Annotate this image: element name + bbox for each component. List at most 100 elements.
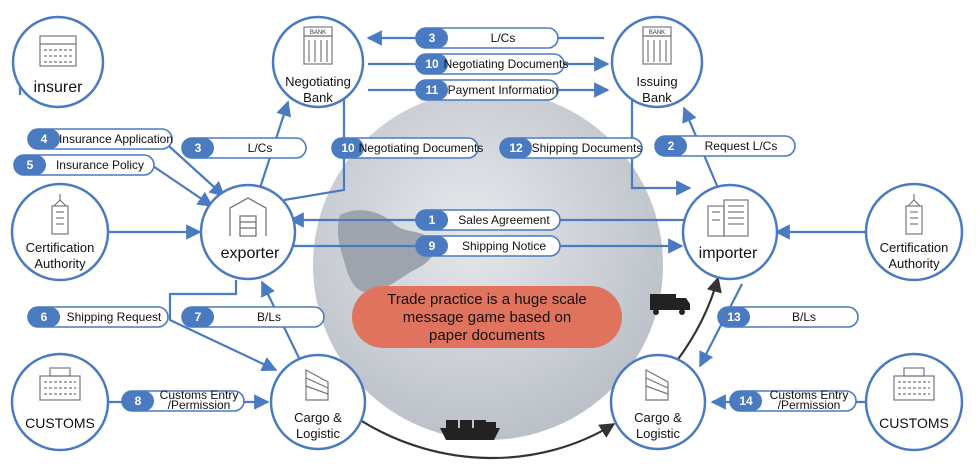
warehouse-icon [229, 197, 267, 237]
truck-icon [650, 294, 690, 315]
node-cert-right: Certification Authority [864, 182, 964, 282]
message-1-pill: 1 Sales Agreement [415, 209, 561, 231]
customs-right-label: CUSTOMS [879, 415, 949, 431]
cert-right-label-2: Authority [888, 256, 940, 271]
callout-line-1: Trade practice is a huge scale [387, 291, 587, 308]
message-number: 3 [429, 31, 436, 45]
message-number: 10 [425, 57, 439, 71]
message-number-badge [332, 138, 364, 158]
message-3-pill: 3 L/Cs [181, 137, 307, 159]
message-label: Shipping Notice [462, 239, 546, 253]
message-label: L/Cs [248, 141, 273, 155]
cert-left-label-1: Certification [26, 240, 95, 255]
message-number: 2 [668, 139, 675, 153]
message-number: 14 [739, 394, 753, 408]
message-number: 10 [341, 141, 355, 155]
message-label: B/Ls [792, 310, 816, 324]
message-number: 5 [27, 158, 34, 172]
node-importer: importer [681, 183, 779, 281]
node-insurer: insurer [11, 15, 105, 109]
message-number: 8 [135, 394, 142, 408]
message-number: 4 [41, 132, 48, 146]
issuing-bank-label-1: Issuing [636, 74, 677, 89]
message-number-badge [182, 138, 214, 158]
message-number-badge [730, 391, 762, 411]
customs-building-icon [39, 367, 81, 401]
message-3-pill: 3 L/Cs [415, 27, 559, 49]
message-number: 3 [195, 141, 202, 155]
node-customs-right: CUSTOMS [864, 352, 964, 452]
message-label: Shipping Documents [532, 141, 643, 155]
message-label: Sales Agreement [458, 213, 550, 227]
callout-line-2: message game based on [403, 309, 571, 326]
node-customs-left: CUSTOMS [10, 352, 110, 452]
message-number-badge [655, 136, 687, 156]
node-cargo-left: Cargo & Logistic [269, 353, 367, 451]
message-number-badge [182, 307, 214, 327]
node-cert-left: Certification Authority [10, 182, 110, 282]
message-label: Payment Information [448, 83, 559, 97]
cert-right-label-1: Certification [880, 240, 949, 255]
message-10-pill: 10 Negotiating Documents [331, 137, 484, 159]
message-number-badge [122, 391, 154, 411]
message-label: Customs Entry [160, 388, 239, 402]
tower-building-icon [51, 194, 69, 235]
office-icon [707, 199, 749, 237]
office-building-icon [39, 35, 77, 67]
message-label: Request L/Cs [705, 139, 778, 153]
callout-line-3: paper documents [429, 327, 545, 344]
node-issuing-bank: BANK Issuing Bank [610, 15, 704, 109]
message-number-badge [500, 138, 532, 158]
container-stack-icon [645, 368, 669, 401]
message-13-pill: 13 B/Ls [717, 306, 859, 328]
node-cargo-right: Cargo & Logistic [609, 353, 707, 451]
tower-building-icon [905, 194, 923, 235]
bank-sign: BANK [310, 30, 326, 36]
message-number: 12 [509, 141, 523, 155]
customs-left-label: CUSTOMS [25, 415, 95, 431]
bank-building-icon [642, 26, 672, 65]
message-label: Negotiating Documents [359, 141, 484, 155]
message-number: 9 [429, 239, 436, 253]
cargo-left-label-2: Logistic [296, 426, 341, 441]
message-number: 13 [727, 310, 741, 324]
container-stack-icon [305, 368, 329, 401]
exporter-label: exporter [221, 245, 280, 262]
message-number-badge [416, 54, 448, 74]
cargo-right-label-1: Cargo & [634, 410, 682, 425]
message-label: L/Cs [491, 31, 516, 45]
message-number: 1 [429, 213, 436, 227]
message-label: Negotiating Documents [444, 57, 569, 71]
message-number-badge [416, 210, 448, 230]
message-number-badge [28, 129, 60, 149]
message-number-badge [14, 155, 46, 175]
node-exporter: exporter [199, 183, 297, 281]
message-9-pill: 9 Shipping Notice [415, 235, 561, 257]
issuing-bank-label-2: Bank [642, 90, 672, 105]
message-label: /Permission [168, 398, 231, 412]
cert-left-label-2: Authority [34, 256, 86, 271]
ship-icon [440, 420, 500, 440]
message-label: Insurance Policy [56, 158, 144, 172]
customs-building-icon [893, 367, 935, 401]
bank-building-icon [303, 26, 333, 65]
message-12-pill: 12 Shipping Documents [499, 137, 643, 159]
message-10-pill: 10 Negotiating Documents [415, 53, 569, 75]
message-number-badge [416, 236, 448, 256]
importer-label: importer [699, 245, 758, 262]
insurer-label: insurer [34, 79, 84, 96]
node-negotiating-bank: BANK Negotiating Bank [271, 15, 365, 109]
shipping-arrows [359, 276, 722, 460]
message-number-badge [416, 80, 448, 100]
message-label: /Permission [778, 398, 841, 412]
callout-box: Trade practice is a huge scale message g… [352, 286, 622, 348]
message-number-badge [718, 307, 750, 327]
message-label: Shipping Request [67, 310, 162, 324]
negotiating-bank-label-1: Negotiating [285, 74, 351, 89]
bank-sign: BANK [649, 30, 665, 36]
